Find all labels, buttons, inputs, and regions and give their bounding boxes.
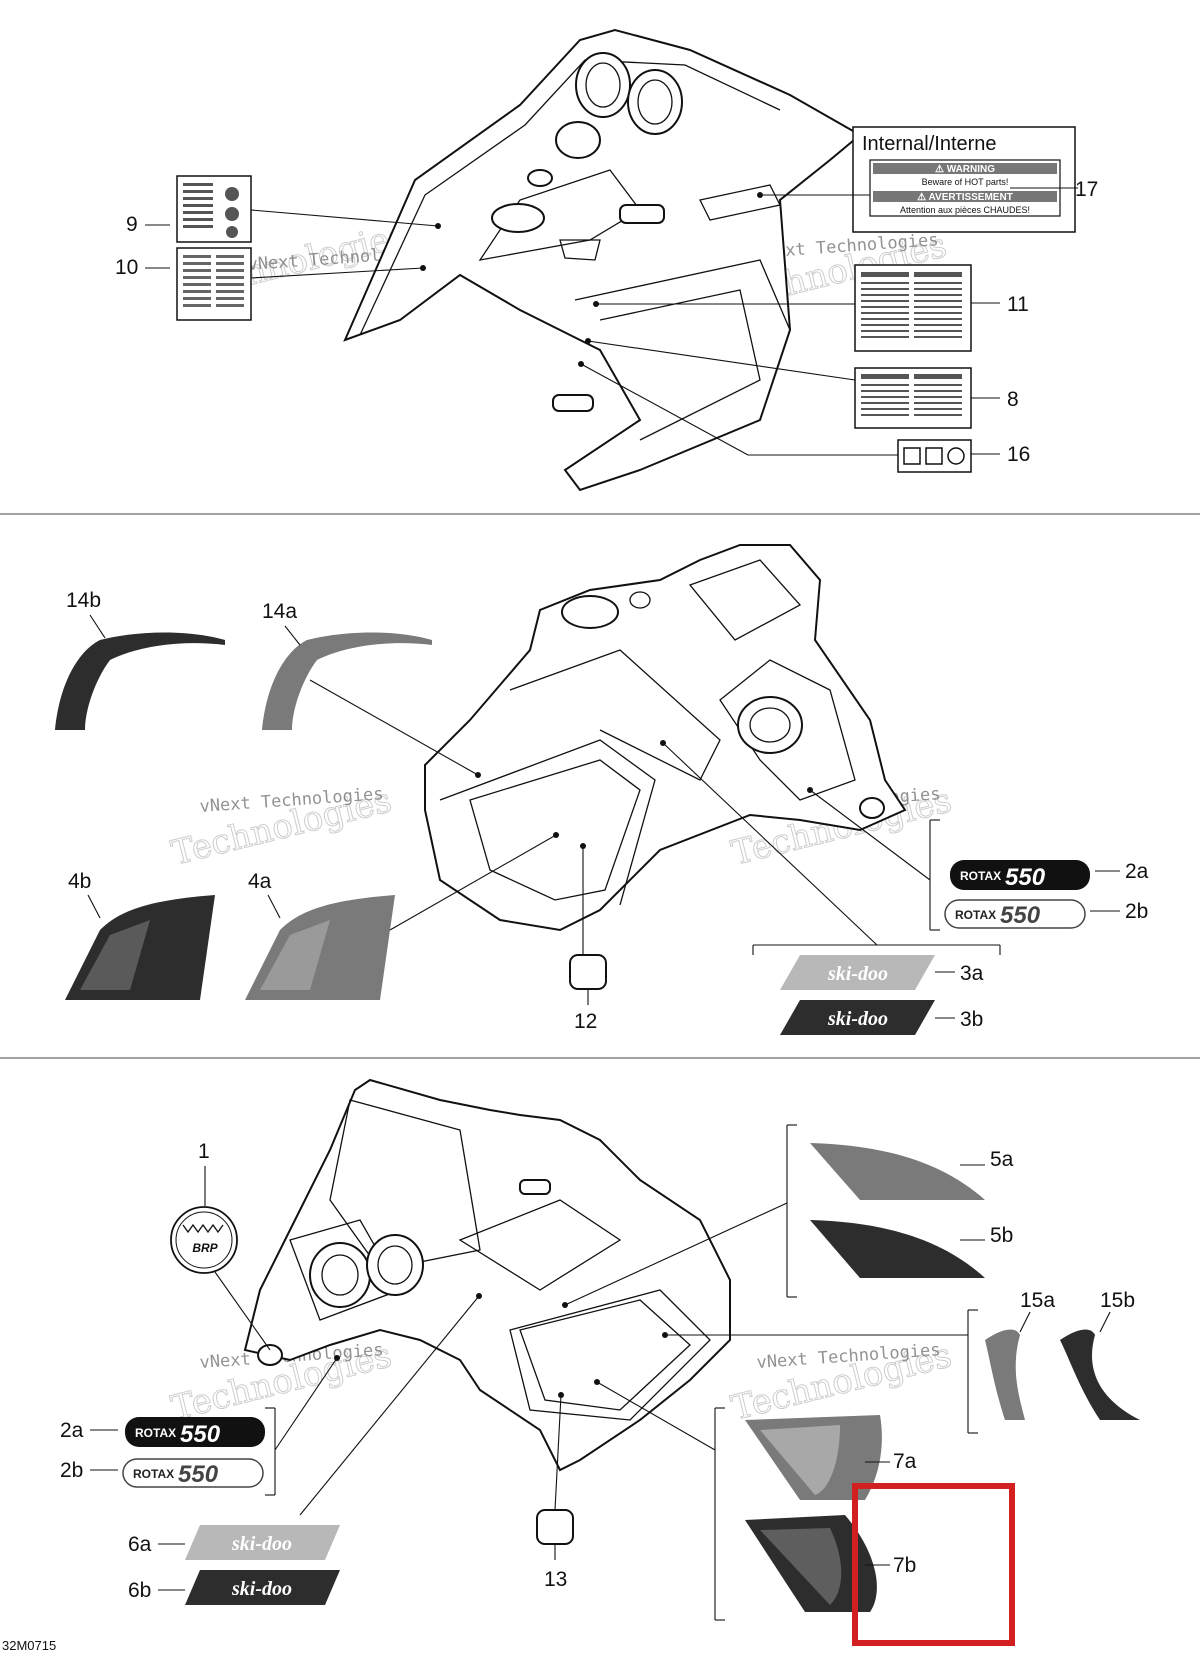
label-16 [897, 439, 972, 473]
highlight-box [852, 1483, 1015, 1646]
svg-text:550: 550 [178, 1461, 219, 1488]
label-9 [176, 175, 252, 243]
svg-text:ski-doo: ski-doo [827, 1008, 888, 1030]
callout-5b: 5b [990, 1224, 1013, 1247]
decal-7b [745, 1515, 877, 1612]
callout-15a: 15a [1020, 1289, 1055, 1312]
svg-text:550: 550 [180, 1421, 221, 1448]
callout-2a-bottom: 2a [60, 1419, 84, 1442]
svg-text:ski-doo: ski-doo [827, 963, 888, 985]
hood-part-middle [424, 544, 907, 932]
decal-6b-skidoo: ski-doo [185, 1570, 340, 1605]
decal-3b-skidoo: ski-doo [780, 1000, 935, 1035]
callout-3a: 3a [960, 962, 984, 985]
part-12 [569, 954, 607, 990]
label-17-title: Internal/Interne [862, 133, 997, 155]
panel-1: Technologies vNext Technologies Technolo… [115, 28, 1098, 492]
svg-text:ROTAX: ROTAX [955, 908, 996, 922]
part-13 [536, 1509, 574, 1545]
svg-text:ski-doo: ski-doo [231, 1533, 292, 1555]
callout-15b: 15b [1100, 1289, 1135, 1312]
panel-3: Technologies vNext Technologies Technolo… [60, 1078, 1140, 1646]
callout-1: 1 [198, 1140, 210, 1163]
callout-9: 9 [126, 213, 138, 236]
callout-10: 10 [115, 256, 138, 279]
callout-7b: 7b [893, 1554, 916, 1577]
decal-2b-rotax: ROTAX 550 [944, 899, 1086, 929]
svg-text:ski-doo: ski-doo [231, 1578, 292, 1600]
callout-12: 12 [574, 1010, 597, 1033]
svg-text:ROTAX: ROTAX [960, 869, 1001, 883]
callout-5a: 5a [990, 1148, 1014, 1171]
label-17-avert-text: Attention aux pièces CHAUDES! [900, 205, 1030, 215]
callout-6b: 6b [128, 1579, 151, 1602]
callout-11: 11 [1007, 293, 1029, 316]
panel-2: Technologies vNext Technologies Technolo… [55, 544, 1149, 1035]
hood-part-top [343, 28, 862, 492]
watermark-3: Technologies vNext Technologies [167, 780, 396, 874]
decal-5b [810, 1220, 985, 1278]
label-17-warning: ⚠ WARNING [935, 164, 995, 175]
watermark-6: Technologies vNext Technologies [727, 1335, 956, 1429]
svg-text:ROTAX: ROTAX [135, 1426, 176, 1440]
decal-2a-rotax-bottom: ROTAX 550 [125, 1417, 265, 1448]
label-10 [176, 247, 252, 321]
callout-8: 8 [1007, 388, 1019, 411]
callout-2a-top: 2a [1125, 860, 1149, 883]
label-17-avert: ⚠ AVERTISSEMENT [917, 192, 1013, 203]
svg-text:550: 550 [1000, 902, 1041, 929]
svg-text:BRP: BRP [192, 1241, 218, 1255]
callout-4b: 4b [68, 870, 91, 893]
decal-4a [245, 895, 395, 1000]
label-11 [854, 264, 972, 352]
label-8 [854, 367, 972, 429]
decal-14b [55, 632, 225, 730]
callout-4a: 4a [248, 870, 272, 893]
decal-6a-skidoo: ski-doo [185, 1525, 340, 1560]
callout-16: 16 [1007, 443, 1030, 466]
callout-7a: 7a [893, 1450, 917, 1473]
decal-2a-rotax: ROTAX 550 [950, 860, 1090, 891]
label-17-warning-text: Beware of HOT parts! [922, 177, 1009, 187]
decal-15a [985, 1329, 1025, 1420]
decal-14a [262, 632, 432, 730]
callout-2b-bottom: 2b [60, 1459, 83, 1482]
svg-text:550: 550 [1005, 864, 1046, 891]
footer-code: 32M0715 [2, 1638, 56, 1653]
decal-7a [745, 1415, 882, 1500]
callout-13: 13 [544, 1568, 567, 1591]
decal-5a [810, 1143, 985, 1200]
callout-17: 17 [1075, 178, 1098, 201]
decal-15b [1060, 1329, 1140, 1420]
callout-14b: 14b [66, 589, 101, 612]
callout-2b-top: 2b [1125, 900, 1148, 923]
callout-6a: 6a [128, 1533, 152, 1556]
svg-text:ROTAX: ROTAX [133, 1467, 174, 1481]
decal-4b [65, 895, 215, 1000]
callout-14a: 14a [262, 600, 297, 623]
hood-part-bottom [243, 1078, 731, 1472]
callout-3b: 3b [960, 1008, 983, 1031]
emblem-1-brp: BRP [170, 1206, 238, 1274]
decal-2b-rotax-bottom: ROTAX 550 [122, 1458, 264, 1488]
decal-3a-skidoo: ski-doo [780, 955, 935, 990]
label-17-box: Internal/Interne ⚠ WARNING Beware of HOT… [852, 126, 1076, 233]
